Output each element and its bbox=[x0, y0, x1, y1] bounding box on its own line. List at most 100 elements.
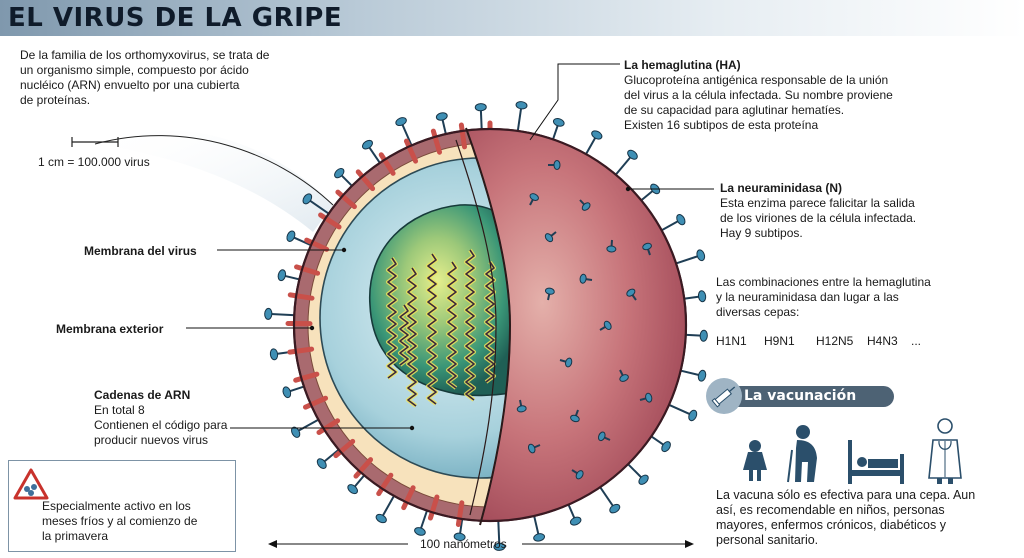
spike-head bbox=[627, 149, 638, 160]
surface-spike-head bbox=[570, 414, 580, 423]
surface-spike-head bbox=[565, 357, 573, 368]
arn-text: Cadenas de ARN En total 8 Contienen el c… bbox=[94, 388, 228, 447]
spike-head bbox=[697, 290, 707, 303]
spike-head bbox=[362, 139, 373, 150]
syringe-icon bbox=[711, 386, 736, 408]
surface-spike-head bbox=[544, 287, 555, 295]
membrane-stripe bbox=[455, 500, 465, 528]
membrane-stripe bbox=[302, 395, 329, 410]
warning-text: Especialmente activo en los meses fríos … bbox=[42, 499, 198, 543]
membrane-stripe bbox=[378, 152, 396, 176]
rna-strands bbox=[386, 248, 496, 408]
spike-head bbox=[291, 426, 301, 438]
rna-strand bbox=[485, 261, 495, 383]
spike-head bbox=[375, 513, 387, 524]
vaccination-header: La vacunación bbox=[706, 378, 896, 414]
surface-spike-head bbox=[553, 160, 561, 170]
label-membrana-exterior: Membrana exterior bbox=[56, 322, 164, 336]
spike-head bbox=[316, 458, 327, 469]
spike-head bbox=[302, 193, 313, 205]
spike-head bbox=[347, 484, 358, 495]
membrane-stripe bbox=[294, 264, 321, 276]
size-arrow bbox=[268, 540, 694, 548]
combinations-text: Las combinaciones entre la hemaglutina y… bbox=[716, 275, 931, 319]
membrane-stripe bbox=[427, 494, 440, 521]
surface-spike-head bbox=[575, 470, 584, 480]
strain-item: H9N1 bbox=[764, 334, 795, 348]
membrane-stripe bbox=[293, 371, 320, 383]
syringe-icon-badge bbox=[706, 378, 742, 414]
spike-head bbox=[661, 441, 671, 453]
membrane-stripe bbox=[355, 169, 376, 192]
membrane-stripes bbox=[285, 120, 493, 528]
title-bar bbox=[0, 0, 1024, 36]
spike-head bbox=[269, 348, 279, 361]
neuraminidasa-text: La neuraminidasa (N) Esta enzima parece … bbox=[720, 181, 917, 240]
membrane-stripe bbox=[430, 128, 443, 155]
membrane-stripe bbox=[401, 485, 416, 511]
scale-label: 1 cm = 100.000 virus bbox=[38, 155, 150, 169]
surface-spike-head bbox=[581, 202, 591, 211]
spike-head bbox=[395, 117, 407, 127]
doctor-icon bbox=[928, 418, 962, 484]
rna-strand bbox=[427, 253, 437, 405]
spike-head bbox=[493, 542, 506, 551]
vaccination-title: La vacunación bbox=[744, 388, 857, 404]
spike-head bbox=[688, 409, 698, 422]
spike-head bbox=[696, 249, 706, 262]
spike-head bbox=[638, 474, 649, 485]
warning-triangle-icon bbox=[13, 468, 49, 500]
vaccination-pill bbox=[722, 386, 894, 407]
page-title: EL VIRUS DE LA GRIPE bbox=[8, 3, 343, 33]
membrane-stripe bbox=[403, 138, 419, 164]
surface-spike-head bbox=[603, 320, 612, 331]
leader-lines bbox=[186, 63, 714, 429]
label-membrana-virus: Membrana del virus bbox=[84, 244, 197, 258]
spike-head bbox=[609, 503, 621, 514]
rna-strand bbox=[465, 249, 475, 401]
surface-spike-head bbox=[626, 288, 636, 297]
spike-head bbox=[474, 103, 487, 112]
membrane-stripe bbox=[316, 418, 341, 435]
spike-head bbox=[435, 112, 448, 121]
surface-spike-head bbox=[597, 431, 606, 442]
vaccination-text: La vacuna sólo es efectiva para una cepa… bbox=[716, 488, 976, 547]
strain-item: H1N1 bbox=[716, 334, 747, 348]
spike-head bbox=[453, 532, 466, 541]
membrane-stripe bbox=[458, 122, 468, 150]
spike-head bbox=[286, 230, 296, 242]
surface-spike-head bbox=[529, 193, 539, 201]
spike-head bbox=[515, 101, 528, 110]
membrane-stripe bbox=[376, 472, 394, 497]
spike-head bbox=[264, 307, 273, 320]
patient-bed-icon bbox=[848, 440, 904, 484]
size-label: 100 nanómetros bbox=[420, 537, 507, 551]
surface-spike-head bbox=[544, 233, 554, 243]
child-icon bbox=[743, 440, 767, 481]
spike-head bbox=[591, 130, 603, 140]
surface-spike-head bbox=[516, 405, 527, 413]
rna-strand bbox=[407, 267, 417, 407]
membrane-stripe bbox=[304, 237, 330, 252]
warning-box bbox=[8, 460, 236, 552]
rna-strand bbox=[399, 304, 409, 366]
membrane-stripe bbox=[318, 212, 342, 230]
surface-spike-head bbox=[642, 242, 652, 251]
membrane-stripe bbox=[287, 346, 315, 355]
rna-strand bbox=[447, 261, 457, 389]
surface-spike-head bbox=[645, 392, 653, 403]
strain-item: ... bbox=[911, 334, 922, 348]
hemaglutina-text: La hemaglutina (HA) Glucoproteína antigé… bbox=[624, 58, 893, 132]
spike-head bbox=[334, 167, 345, 179]
rna-strand bbox=[387, 257, 397, 379]
membrane-stripe bbox=[287, 292, 315, 301]
spike-head bbox=[414, 527, 426, 536]
strain-item: H4N3 bbox=[867, 334, 898, 348]
surface-spike-head bbox=[527, 443, 536, 454]
membrane-stripe bbox=[353, 457, 374, 479]
magnifier-beam bbox=[95, 130, 333, 232]
strain-item: H12N5 bbox=[816, 334, 854, 348]
spike-head bbox=[676, 214, 686, 226]
surface-dots bbox=[516, 160, 653, 480]
